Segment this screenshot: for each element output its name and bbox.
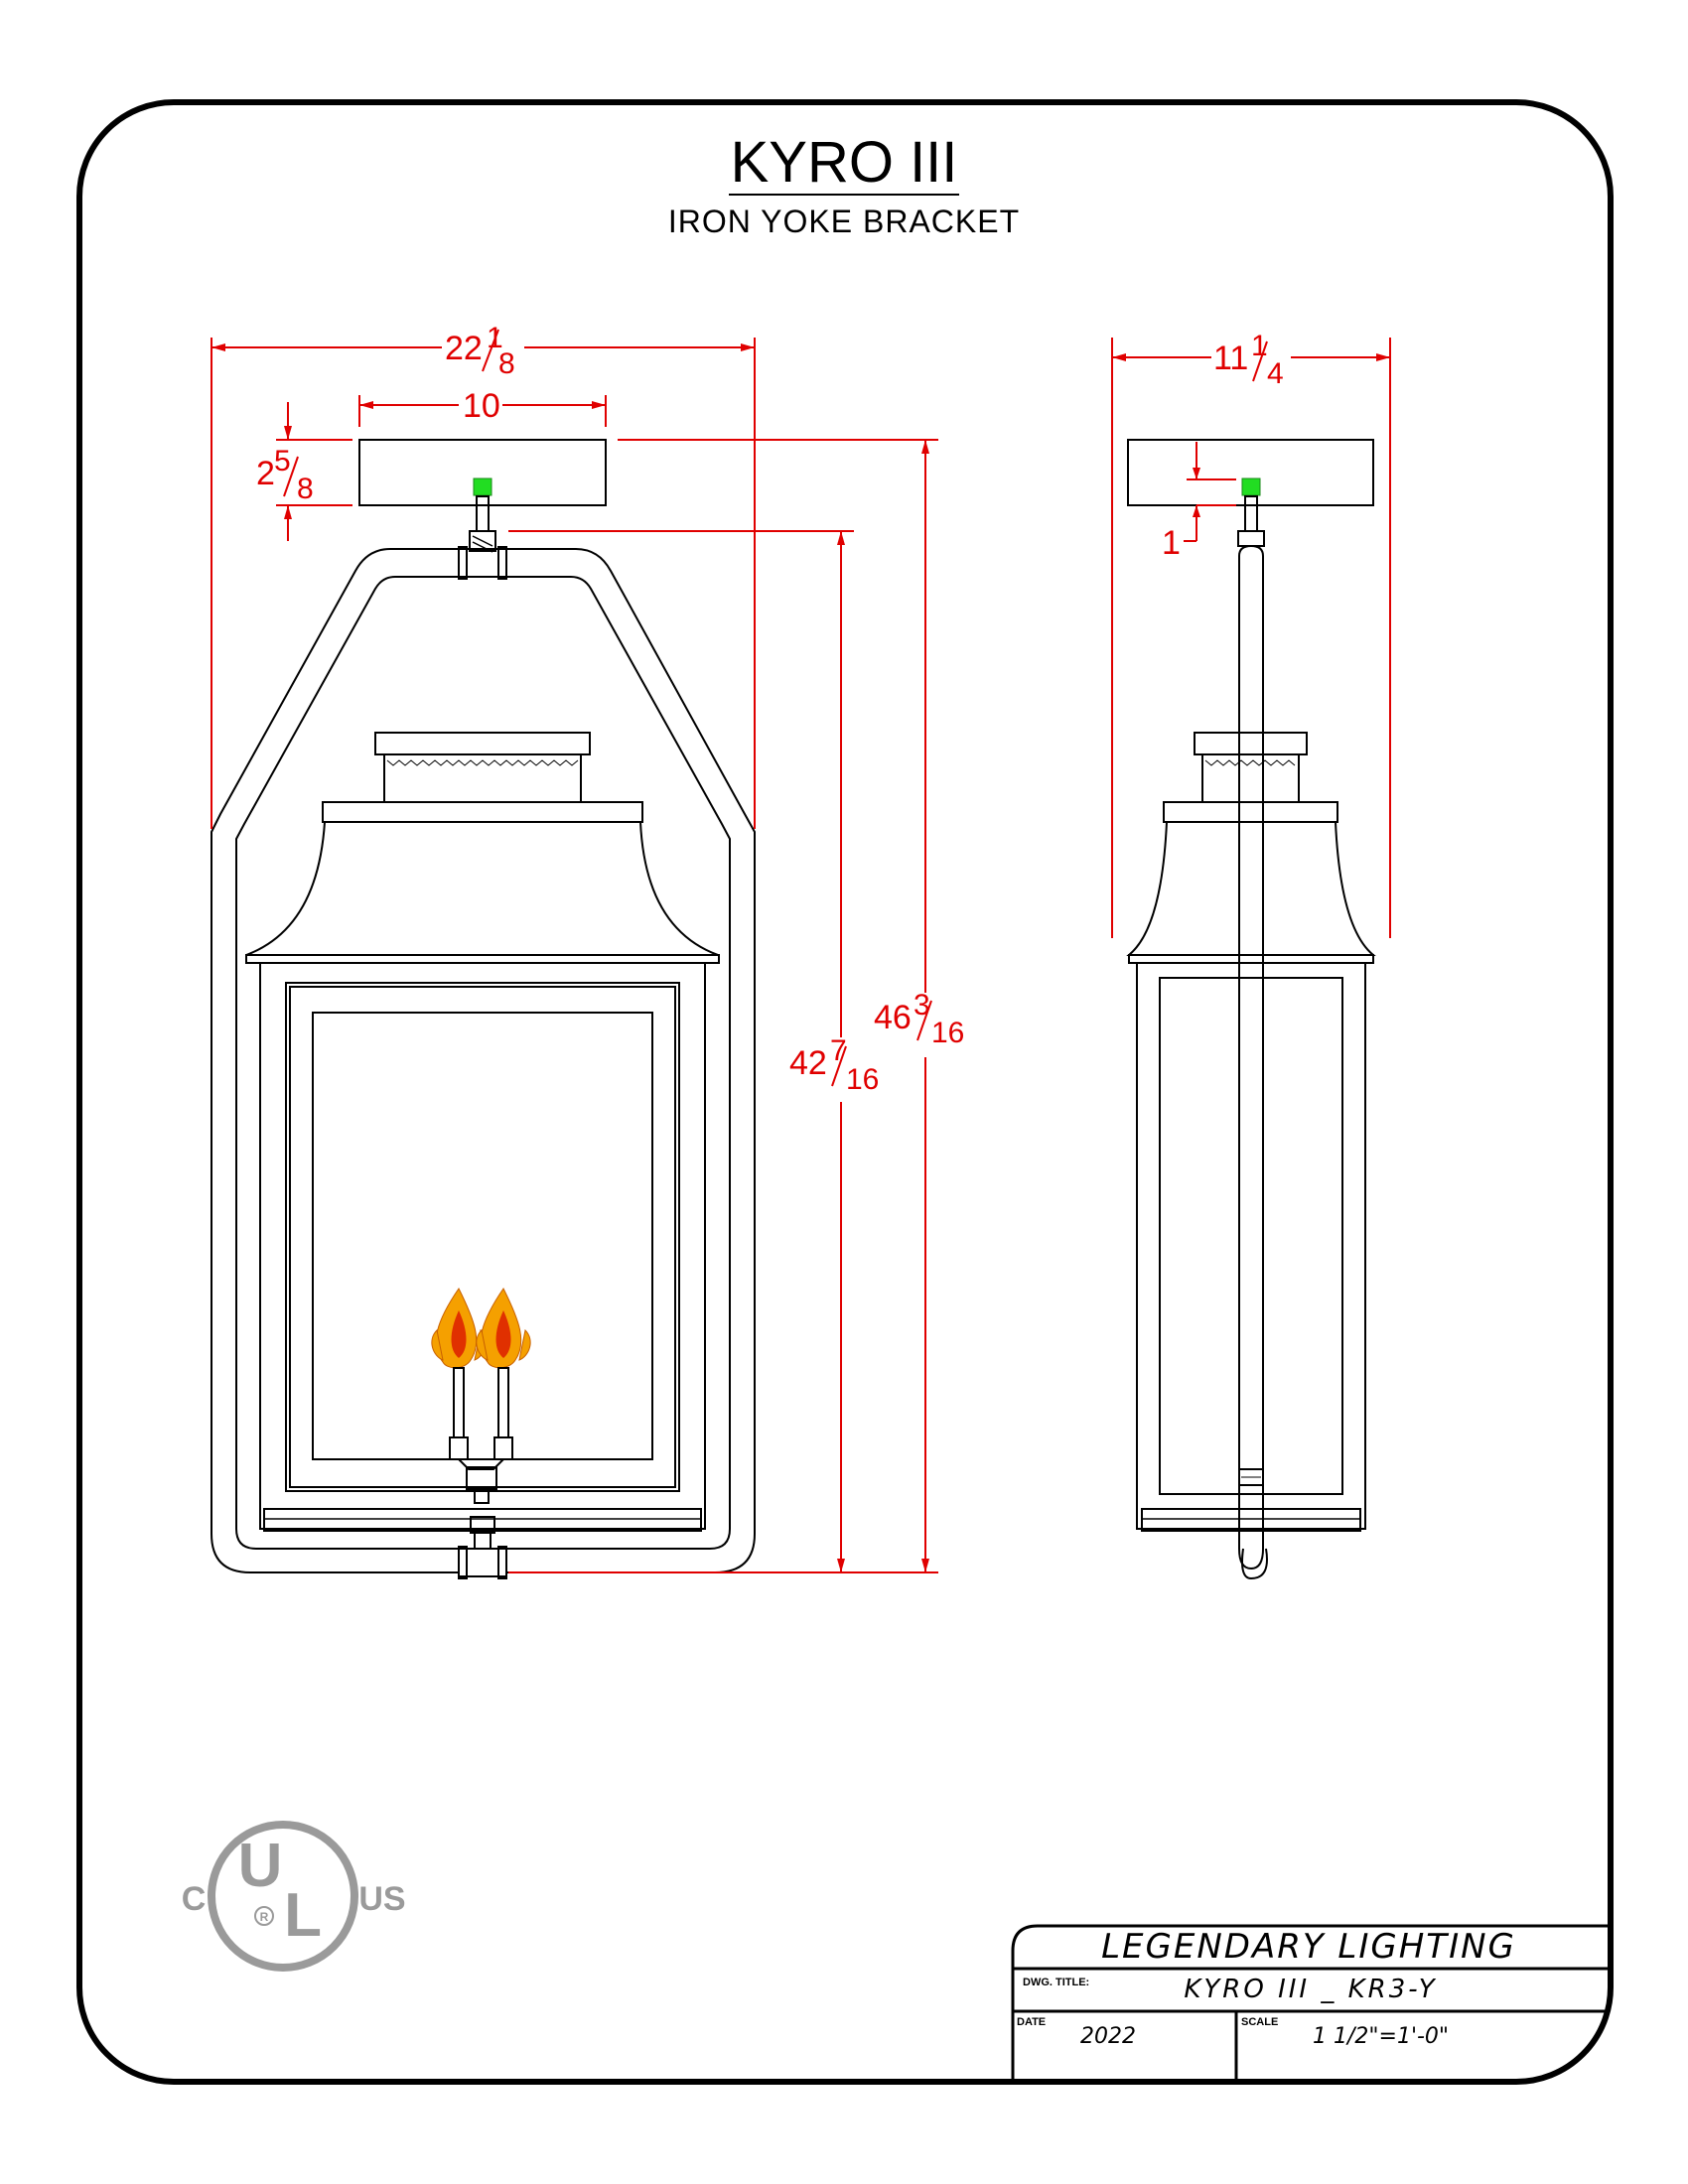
dimension-labels: 22 1 8 10 2 5 8 42 7 16 46 3 16 11 1 4 1 <box>256 322 1284 1096</box>
ul-outer-ring <box>208 1821 358 1972</box>
dim-overall-height-whole: 46 <box>874 999 912 1036</box>
front-yoke <box>211 548 459 1573</box>
dim-canopy-height-den: 8 <box>297 473 314 505</box>
front-stem <box>476 495 490 532</box>
side-view <box>1126 439 1376 1580</box>
sheet-border <box>76 99 1614 2085</box>
front-glass <box>312 1012 653 1460</box>
front-roof <box>245 821 719 956</box>
front-nut <box>469 530 496 552</box>
date-value: 2022 <box>1080 2024 1136 2049</box>
drawing-subtitle: IRON YOKE BRACKET <box>668 204 1020 239</box>
ul-letter-u: U <box>238 1832 283 1900</box>
title-block: LEGENDARY LIGHTING DWG. TITLE: KYRO III … <box>1011 1924 1609 2082</box>
ul-registered-mark: R <box>260 1910 269 1924</box>
dim-canopy-height-whole: 2 <box>256 455 275 492</box>
side-stem <box>1238 544 1264 1570</box>
dim-side-width-den: 4 <box>1267 357 1284 390</box>
title-block-frame <box>1011 1924 1609 2082</box>
side-valve-green <box>1241 478 1261 496</box>
dimension-lines <box>211 338 1391 1573</box>
dim-overall-width-whole: 22 <box>445 330 483 367</box>
dim-side-width-whole: 11 <box>1213 340 1248 377</box>
side-canopy <box>1127 439 1374 506</box>
side-roof <box>1126 821 1376 956</box>
scale-value: 1 1/2"=1'-0" <box>1313 2024 1449 2049</box>
front-chimney-cap <box>374 732 591 755</box>
front-roof-band <box>322 801 643 823</box>
date-label: DATE <box>1017 2016 1046 2028</box>
dim-canopy-height-num: 5 <box>274 445 291 478</box>
dim-overall-height-den: 16 <box>931 1017 964 1049</box>
dim-stem-offset: 1 <box>1162 524 1181 562</box>
front-base <box>263 1508 702 1532</box>
company-name: LEGENDARY LIGHTING <box>1101 1927 1516 1967</box>
side-chimney-cap <box>1194 732 1308 755</box>
dim-overall-height-num: 3 <box>914 989 930 1022</box>
front-view <box>211 439 756 1579</box>
burner-assembly <box>431 1288 531 1504</box>
ul-registered-ring <box>254 1906 274 1926</box>
ul-c-mark: C <box>182 1880 207 1918</box>
dim-overall-width-den: 8 <box>498 347 515 380</box>
front-canopy <box>358 439 607 506</box>
scale-label: SCALE <box>1241 2016 1278 2028</box>
dim-lantern-height-den: 16 <box>846 1063 879 1096</box>
dwg-title-value: KYRO III _ KR3-Y <box>1184 1975 1437 2004</box>
side-body <box>1136 962 1366 1530</box>
dim-canopy-width: 10 <box>463 387 500 425</box>
ul-letter-l: L <box>284 1881 322 1950</box>
drawing-title: KYRO III <box>731 130 958 195</box>
dwg-title-label: DWG. TITLE: <box>1023 1977 1089 1988</box>
ul-listing-logo: U L R C US <box>182 1821 406 1972</box>
dim-lantern-height-whole: 42 <box>789 1044 827 1082</box>
ul-us-mark: US <box>358 1880 405 1918</box>
front-body <box>259 962 706 1530</box>
front-valve-green <box>473 478 492 496</box>
front-chimney <box>383 753 582 803</box>
